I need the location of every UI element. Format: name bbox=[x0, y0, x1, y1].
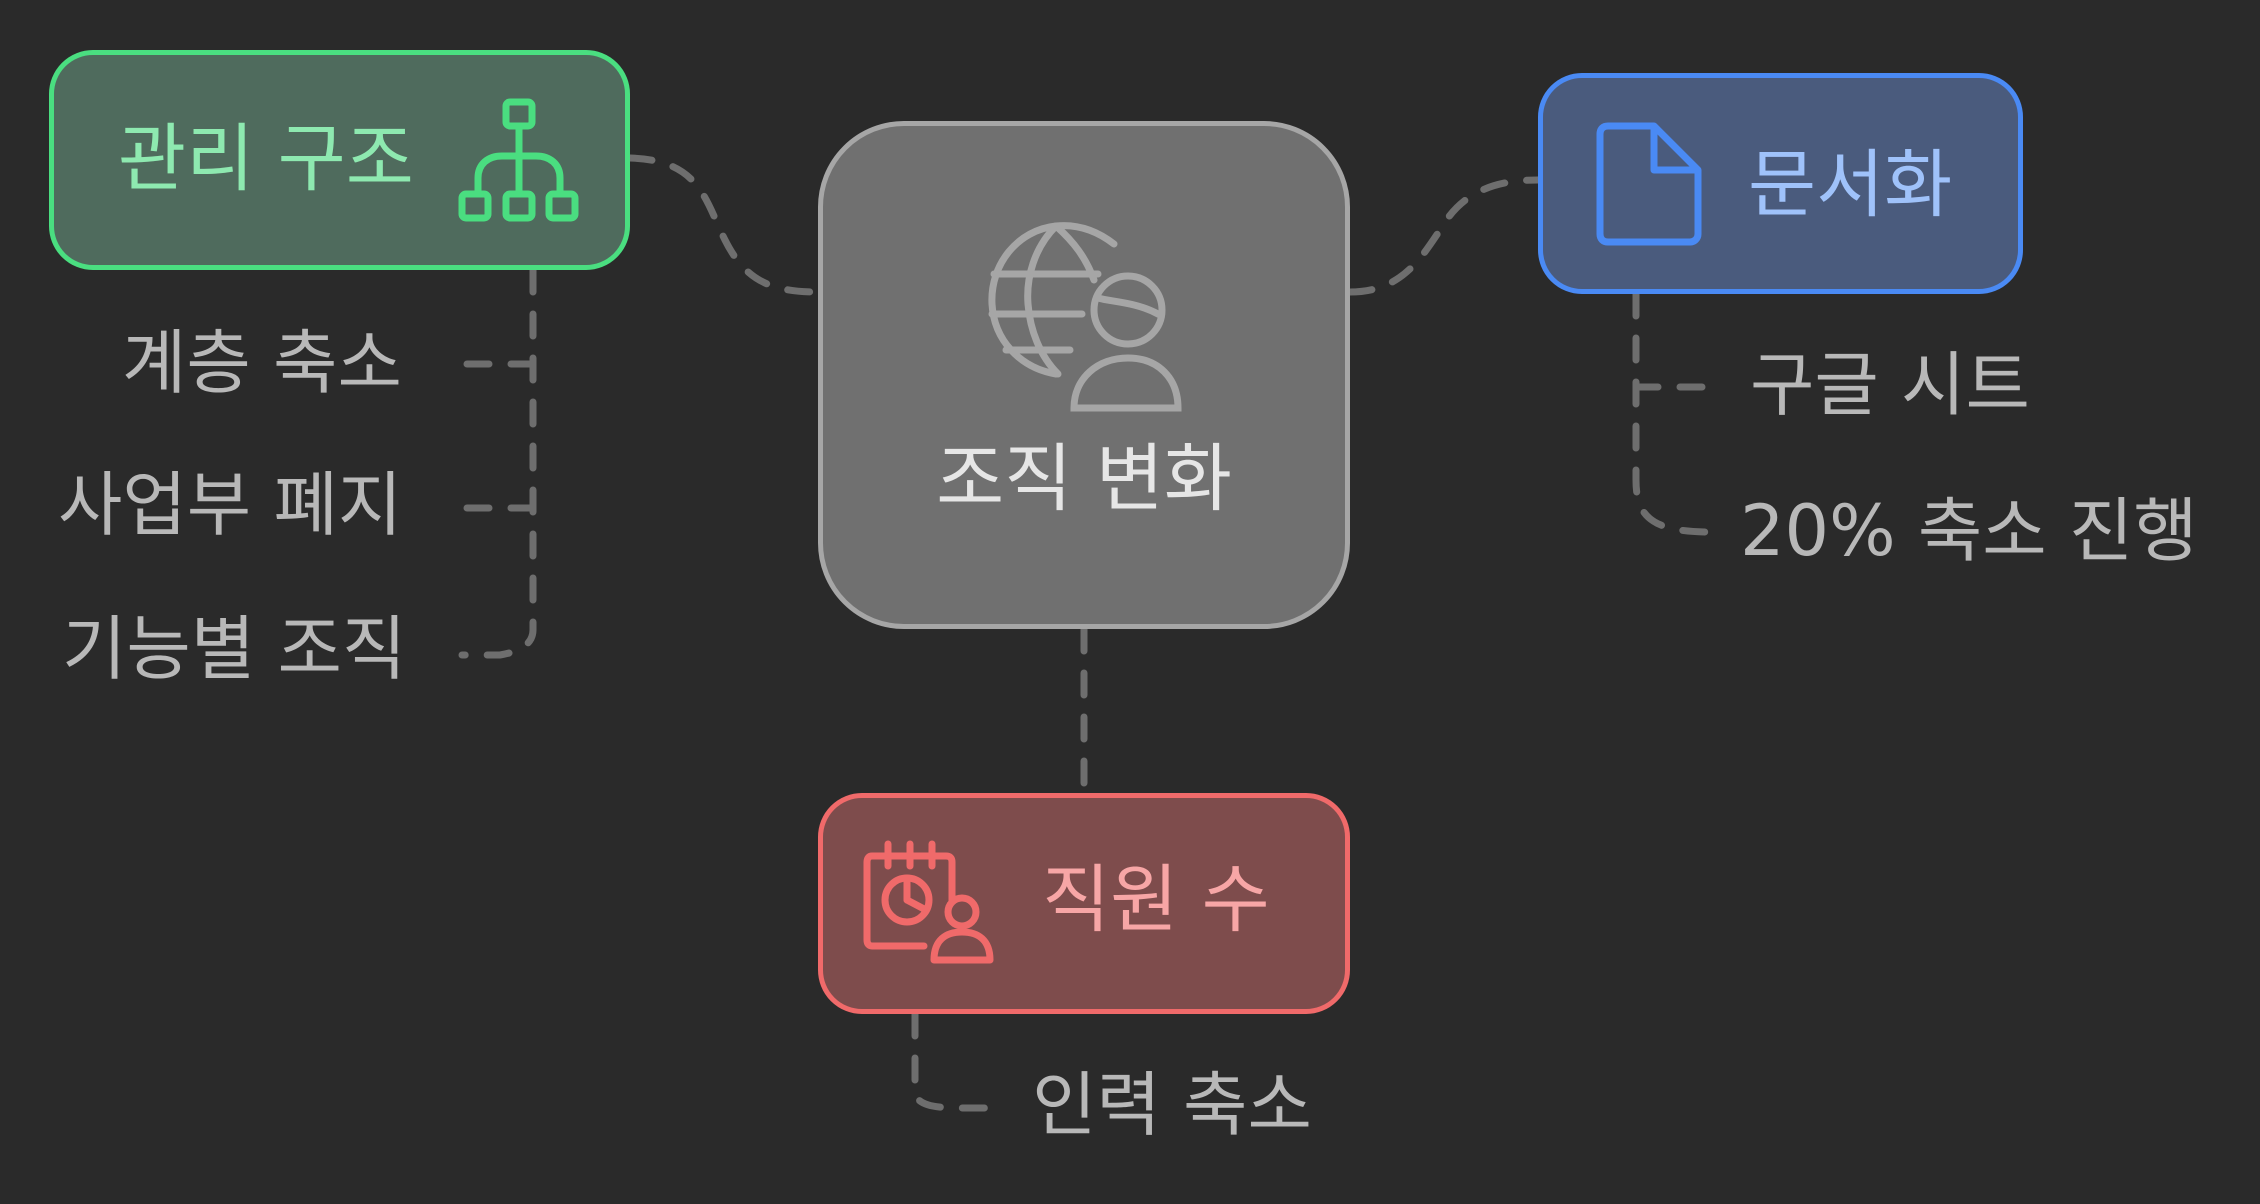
connector-documentation bbox=[1346, 176, 1542, 296]
org-chart-icon bbox=[458, 98, 579, 222]
headcount-item-1: 인력 축소 bbox=[1032, 1064, 1312, 1146]
management-item-1: 계층 축소 bbox=[122, 322, 402, 404]
central-title: 조직 변화 bbox=[936, 436, 1232, 522]
management-item-2: 사업부 폐지 bbox=[58, 464, 403, 546]
documentation-title: 문서화 bbox=[1748, 142, 1953, 228]
documentation-node[interactable] bbox=[1538, 73, 2023, 294]
management-structure-title: 관리 구조 bbox=[118, 116, 414, 202]
headcount-title: 직원 수 bbox=[1042, 857, 1270, 943]
calendar-person-icon bbox=[863, 840, 994, 964]
documentation-item-2: 20% 축소 진행 bbox=[1740, 490, 2198, 572]
management-structure-node[interactable] bbox=[49, 50, 630, 270]
connector-management bbox=[626, 154, 822, 296]
documentation-item-1: 구글 시트 bbox=[1750, 344, 2030, 426]
management-item-3: 기능별 조직 bbox=[62, 608, 407, 690]
connector-item-1 bbox=[458, 266, 537, 659]
globe-person-icon bbox=[988, 222, 1182, 412]
connector-red-item bbox=[911, 1010, 994, 1112]
connector-blue-spine bbox=[1632, 290, 1714, 536]
document-icon bbox=[1596, 122, 1702, 246]
